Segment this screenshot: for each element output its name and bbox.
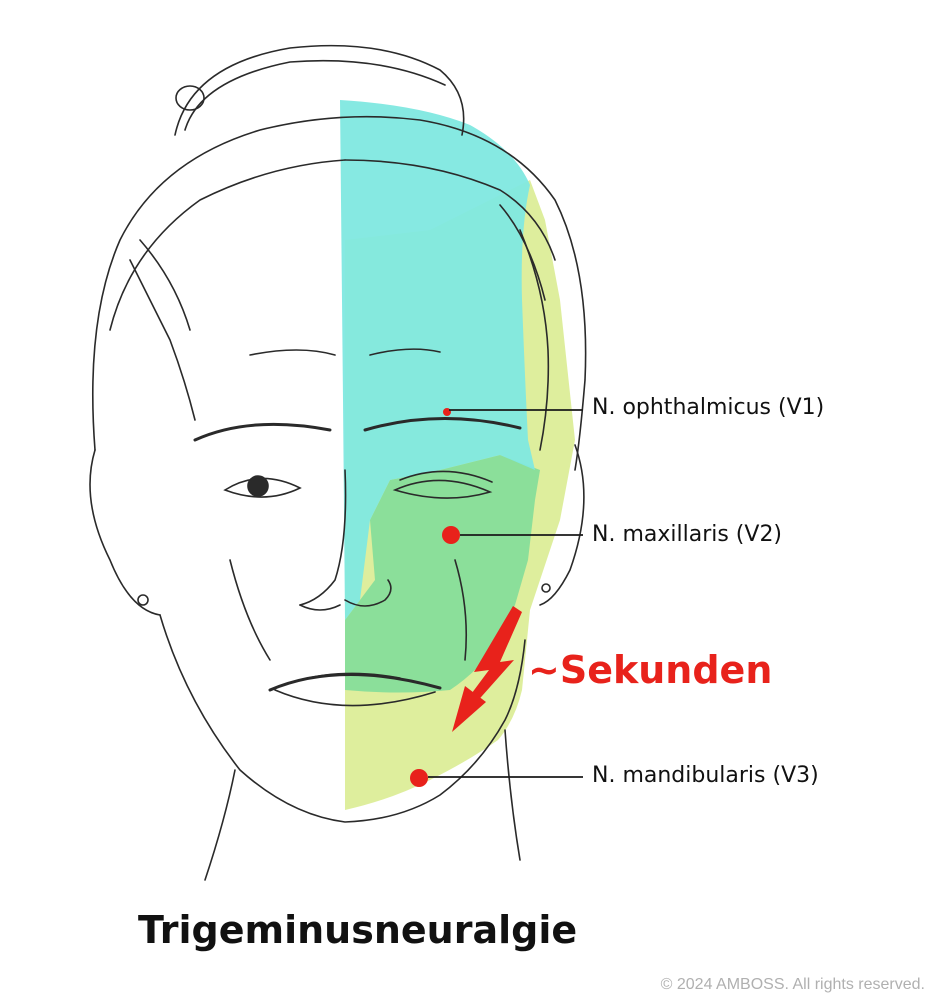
duration-callout: ~Sekunden: [528, 648, 773, 692]
marker-v3: [410, 769, 428, 787]
label-maxillary-nerve: N. maxillaris (V2): [592, 522, 783, 547]
lightning-arrow-icon: [452, 606, 522, 732]
figure-title: Trigeminusneuralgie: [138, 908, 578, 952]
marker-v2: [442, 526, 460, 544]
region-v1-ophthalmic: [340, 100, 535, 620]
label-ophthalmic-nerve: N. ophthalmicus (V1): [592, 395, 825, 420]
region-v2-maxillary: [345, 455, 540, 693]
label-mandibular-nerve: N. mandibularis (V3): [592, 763, 819, 788]
copyright-notice: © 2024 AMBOSS. All rights reserved.: [660, 976, 925, 993]
head-sketch: [89, 44, 587, 881]
leader-lines: [428, 409, 583, 778]
nerve-territories: [340, 100, 575, 810]
